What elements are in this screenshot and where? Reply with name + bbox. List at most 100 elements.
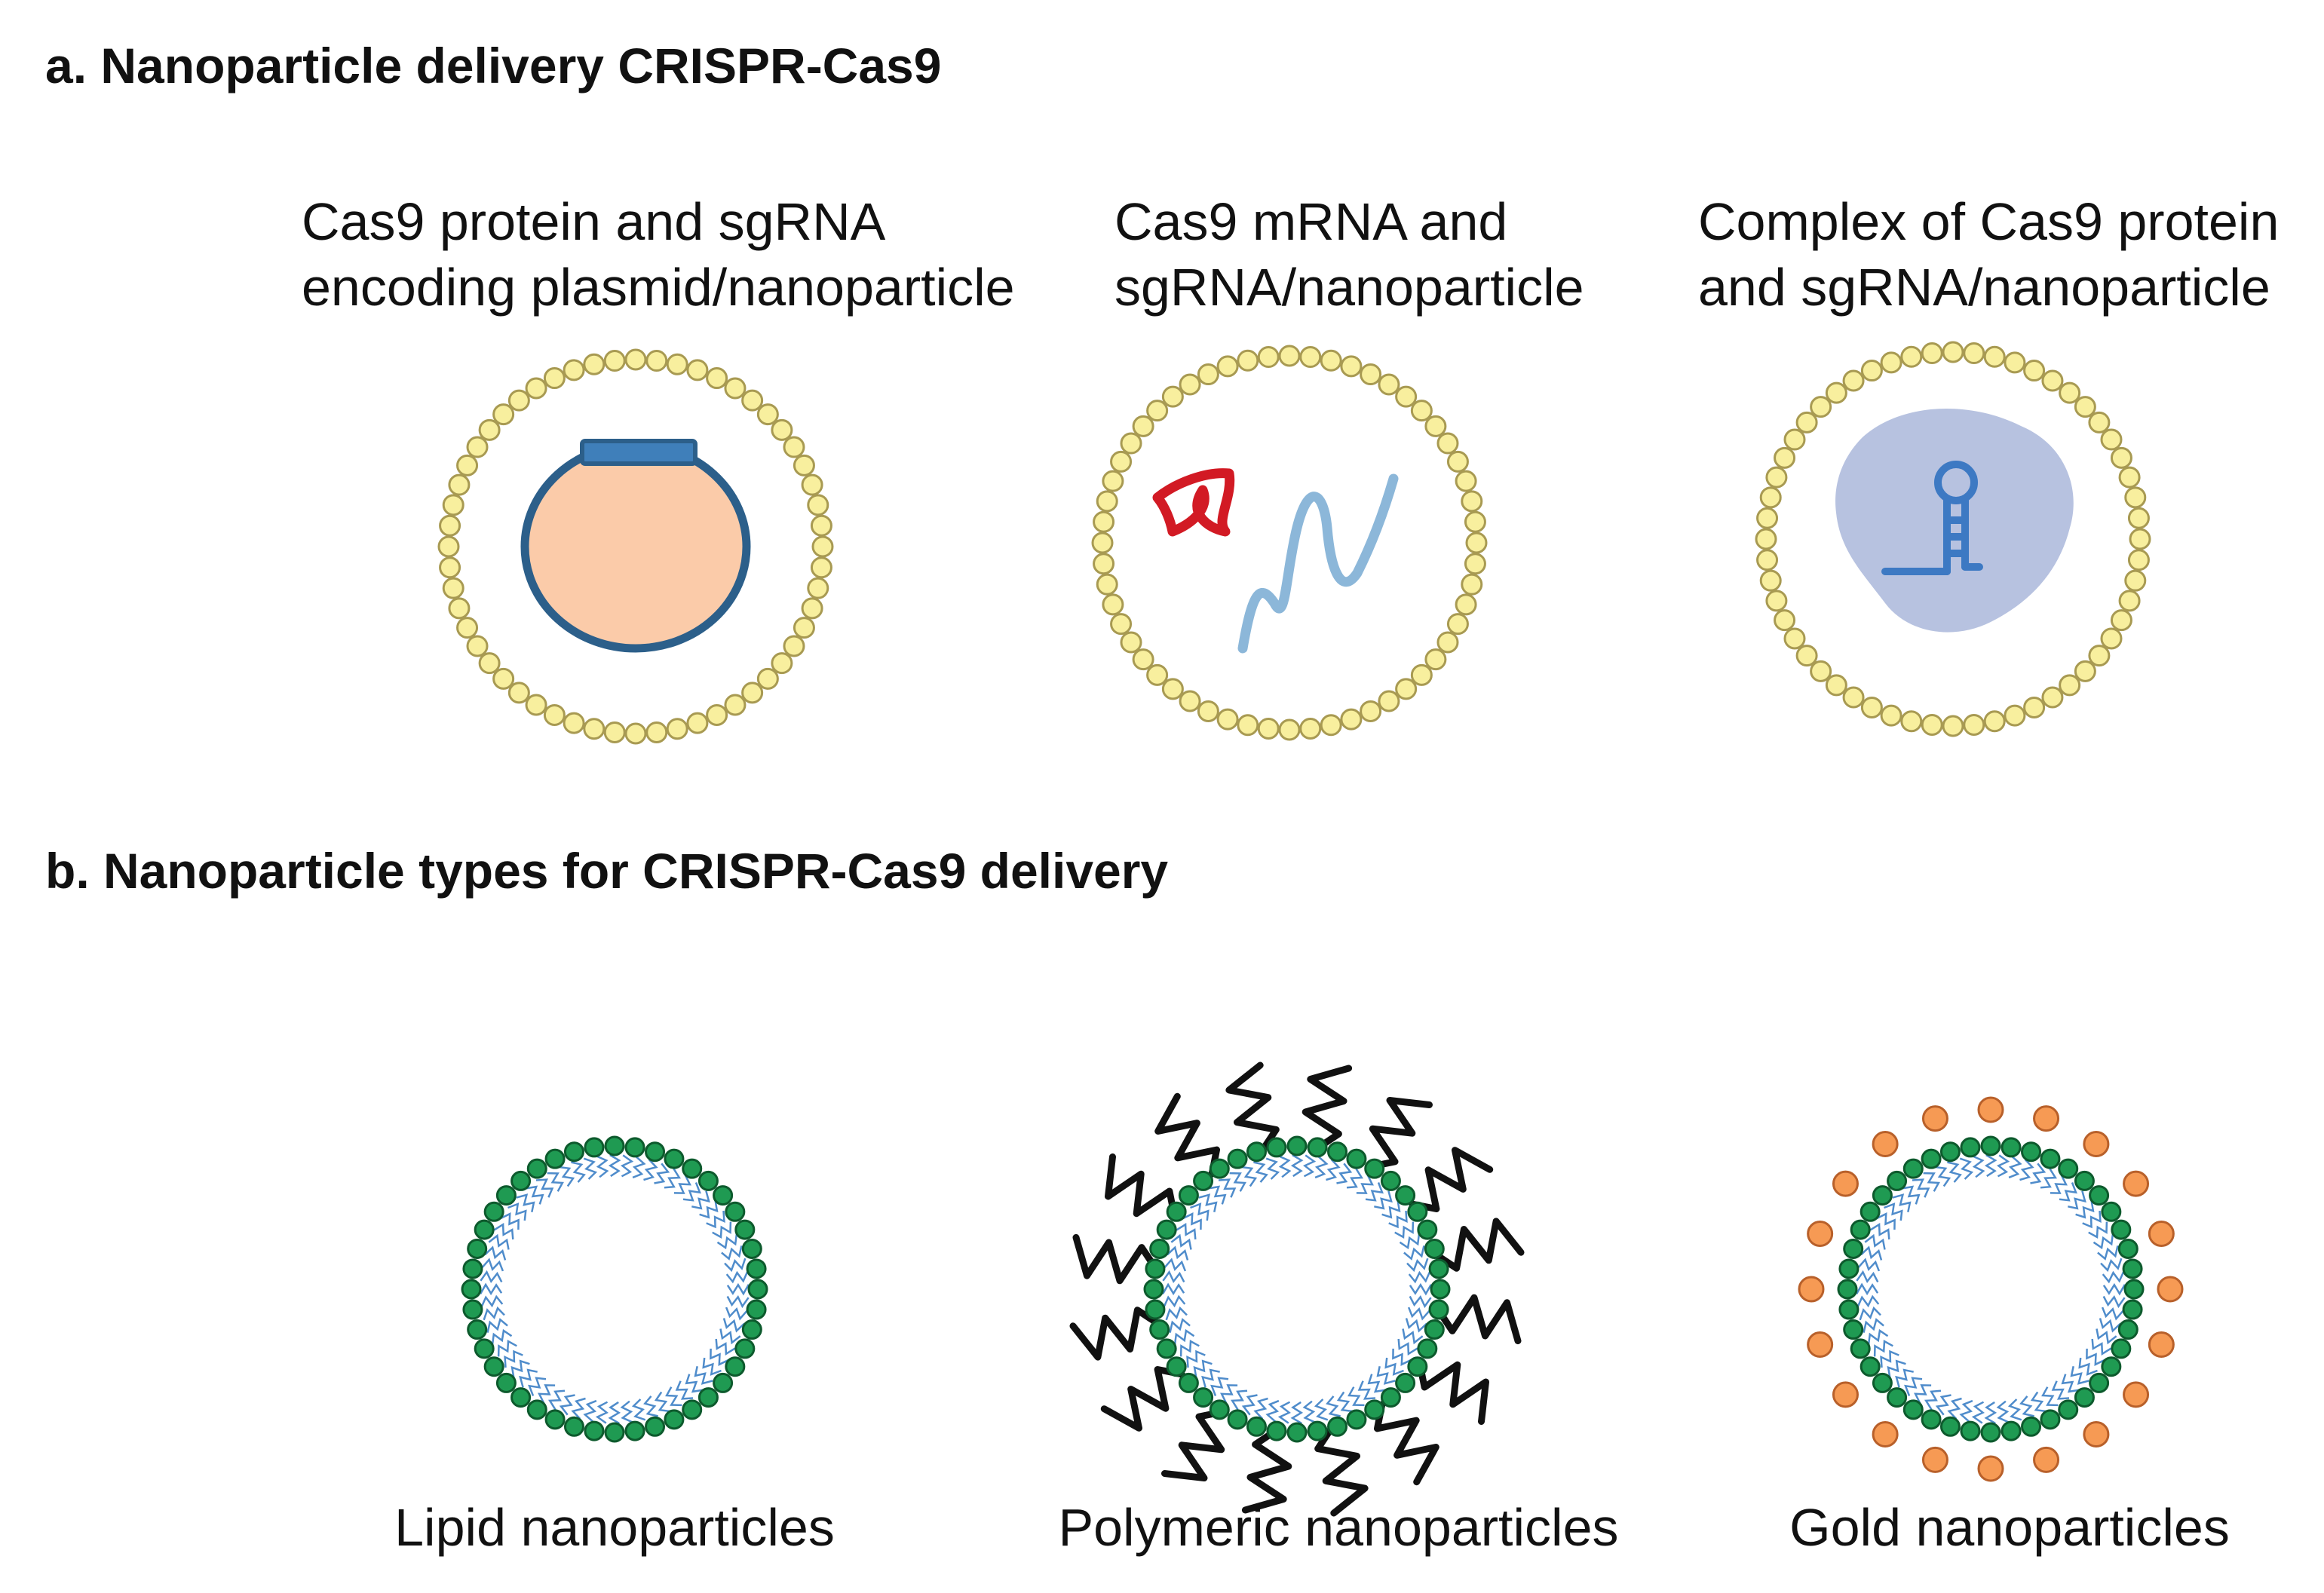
lipid-bead [1983, 710, 2006, 733]
panel-a: a. Nanoparticle delivery CRISPR-Cas9 Cas… [45, 38, 2279, 745]
lipid-tail [2101, 1307, 2124, 1321]
polymer-chain [1241, 1427, 1292, 1514]
green-bead [1872, 1185, 1893, 1206]
lipid-tail [725, 1270, 749, 1284]
green-bead [1921, 1409, 1942, 1430]
lipid-tail [516, 1193, 535, 1212]
lipid-tail [1356, 1175, 1374, 1194]
green-bead [1428, 1258, 1449, 1279]
lipid-bead [442, 577, 464, 599]
lipid-bead [492, 667, 515, 690]
lipid-tail [1170, 1233, 1192, 1250]
lipid-tail [1892, 1193, 1912, 1212]
lipid-tail [488, 1233, 510, 1250]
lipid-tail [1972, 1155, 1985, 1178]
lipid-tail [1314, 1156, 1329, 1179]
lipid-tail [559, 1166, 575, 1187]
lipid-bead [1320, 714, 1342, 737]
mrna-wave-icon [1237, 473, 1399, 654]
green-bead [1430, 1279, 1451, 1300]
lipid-tail [2019, 1395, 2034, 1417]
lipid-bead [478, 418, 501, 441]
green-bead [1246, 1416, 1267, 1437]
lipid-tail [682, 1182, 701, 1202]
lipid-tail [1162, 1282, 1185, 1296]
plasmid-icon [520, 439, 751, 653]
lipid-tail [715, 1338, 736, 1356]
lipid-bead [1161, 678, 1184, 700]
green-bead [1887, 1170, 1908, 1191]
lipid-tail [2059, 1182, 2077, 1202]
lipid-bead [2124, 569, 2147, 592]
lipid-bead [525, 694, 547, 716]
lipid-tail [608, 1154, 621, 1178]
lipid-bead [1360, 363, 1382, 386]
lipid-tail [2096, 1328, 2117, 1345]
lipid-tail [2050, 1175, 2068, 1194]
lipid-tail [2061, 1374, 2080, 1393]
green-bead [624, 1137, 645, 1158]
green-bead [2111, 1338, 2132, 1359]
lipid-bead [706, 703, 728, 726]
green-bead [544, 1148, 566, 1169]
lipid-tail [712, 1221, 732, 1239]
lipid-tail [481, 1258, 504, 1272]
lipid-tail [1167, 1245, 1189, 1261]
lipid-bead [741, 389, 764, 412]
lipid-tail [1190, 1202, 1210, 1221]
gold-bead [2157, 1276, 2184, 1303]
lipid-tail [1394, 1221, 1415, 1239]
lipid-tail [480, 1282, 503, 1296]
lipid-bead [1464, 510, 1486, 533]
green-bead [746, 1258, 767, 1279]
lipid-bead [1810, 660, 1832, 682]
lipid-bead [1795, 645, 1818, 667]
lipid-bead [437, 535, 460, 558]
lipid-tail [643, 1395, 658, 1417]
lipid-bead [1216, 708, 1239, 731]
lipid-tail [2099, 1318, 2121, 1333]
lipid-tail [726, 1295, 750, 1309]
lipid-bead [442, 494, 464, 516]
green-bead [495, 1372, 517, 1393]
lipid-tail [1374, 1190, 1393, 1210]
lipid-tails-layer [1162, 1154, 1432, 1424]
lipid-bead [1756, 549, 1779, 571]
lipid-tail [1241, 1166, 1258, 1187]
lipid-tail [654, 1391, 670, 1413]
lipid-tail [1241, 1394, 1258, 1416]
lipid-bead [624, 722, 647, 745]
lipid-bead [793, 617, 815, 639]
lipid-tail [675, 1380, 694, 1400]
gold-bead [2148, 1220, 2175, 1247]
lipid-tail [1290, 1154, 1304, 1178]
lipid-tail [1984, 1401, 1997, 1424]
lipid-tail [665, 1386, 682, 1407]
lipid-tail [631, 1398, 646, 1421]
caption-a1-line1: Cas9 protein and sgRNA [302, 192, 886, 251]
lipid-bead [2074, 396, 2096, 418]
green-bead [2021, 1141, 2042, 1163]
lipid-bead [543, 367, 566, 390]
lipid-tail [1336, 1391, 1353, 1413]
lipid-tails-layer [1856, 1154, 2126, 1424]
panel-a-item-2: Cas9 mRNA and sgRNA/nanoparticle [1091, 192, 1584, 741]
lipid-tail [1923, 1172, 1940, 1192]
green-bead [1395, 1185, 1416, 1206]
lipid-bead [603, 721, 626, 743]
lipid-tail [2040, 1168, 2057, 1189]
polymer-chain [1100, 1366, 1185, 1432]
lipid-bead [2129, 528, 2151, 550]
lipid-bead [666, 718, 688, 740]
lipid-bead [1900, 345, 1923, 368]
lipid-tail [1365, 1182, 1384, 1202]
label-polymeric-nanoparticles: Polymeric nanoparticles [1058, 1498, 1618, 1557]
lipid-tail [1869, 1223, 1890, 1240]
lipid-bead [1825, 381, 1847, 404]
lipid-bead [771, 418, 793, 441]
lipid-tail [1935, 1166, 1951, 1187]
green-bead [1286, 1135, 1308, 1156]
lipid-tail [1346, 1168, 1363, 1189]
green-bead [2122, 1299, 2143, 1320]
lipid-bead [2088, 411, 2111, 433]
